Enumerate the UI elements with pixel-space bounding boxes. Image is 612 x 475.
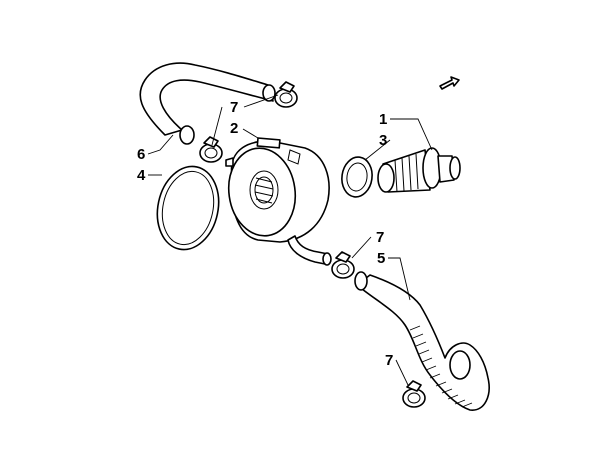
hose-clamp-upper [274,81,298,108]
o-ring-small [341,156,373,198]
callout-1: 1 [379,111,387,128]
callout-7-middle: 7 [376,229,384,246]
hose-clamp-left [199,136,223,163]
callout-2: 2 [230,120,238,137]
hose-clamp-middle [331,251,355,279]
callout-7-bottom: 7 [385,352,393,369]
o-ring-large [156,165,220,251]
leader-lines [147,94,433,386]
callout-6: 6 [137,146,145,163]
hose-clamp-bottom [402,380,426,408]
callout-7-upper: 7 [230,99,238,116]
callout-4: 4 [137,167,146,184]
threaded-fitting [377,147,461,193]
hose-lower [354,271,490,411]
oil-cooler [225,137,332,266]
arrow-pointer-icon [439,76,460,90]
callout-3: 3 [379,132,387,149]
callout-5: 5 [377,250,385,267]
